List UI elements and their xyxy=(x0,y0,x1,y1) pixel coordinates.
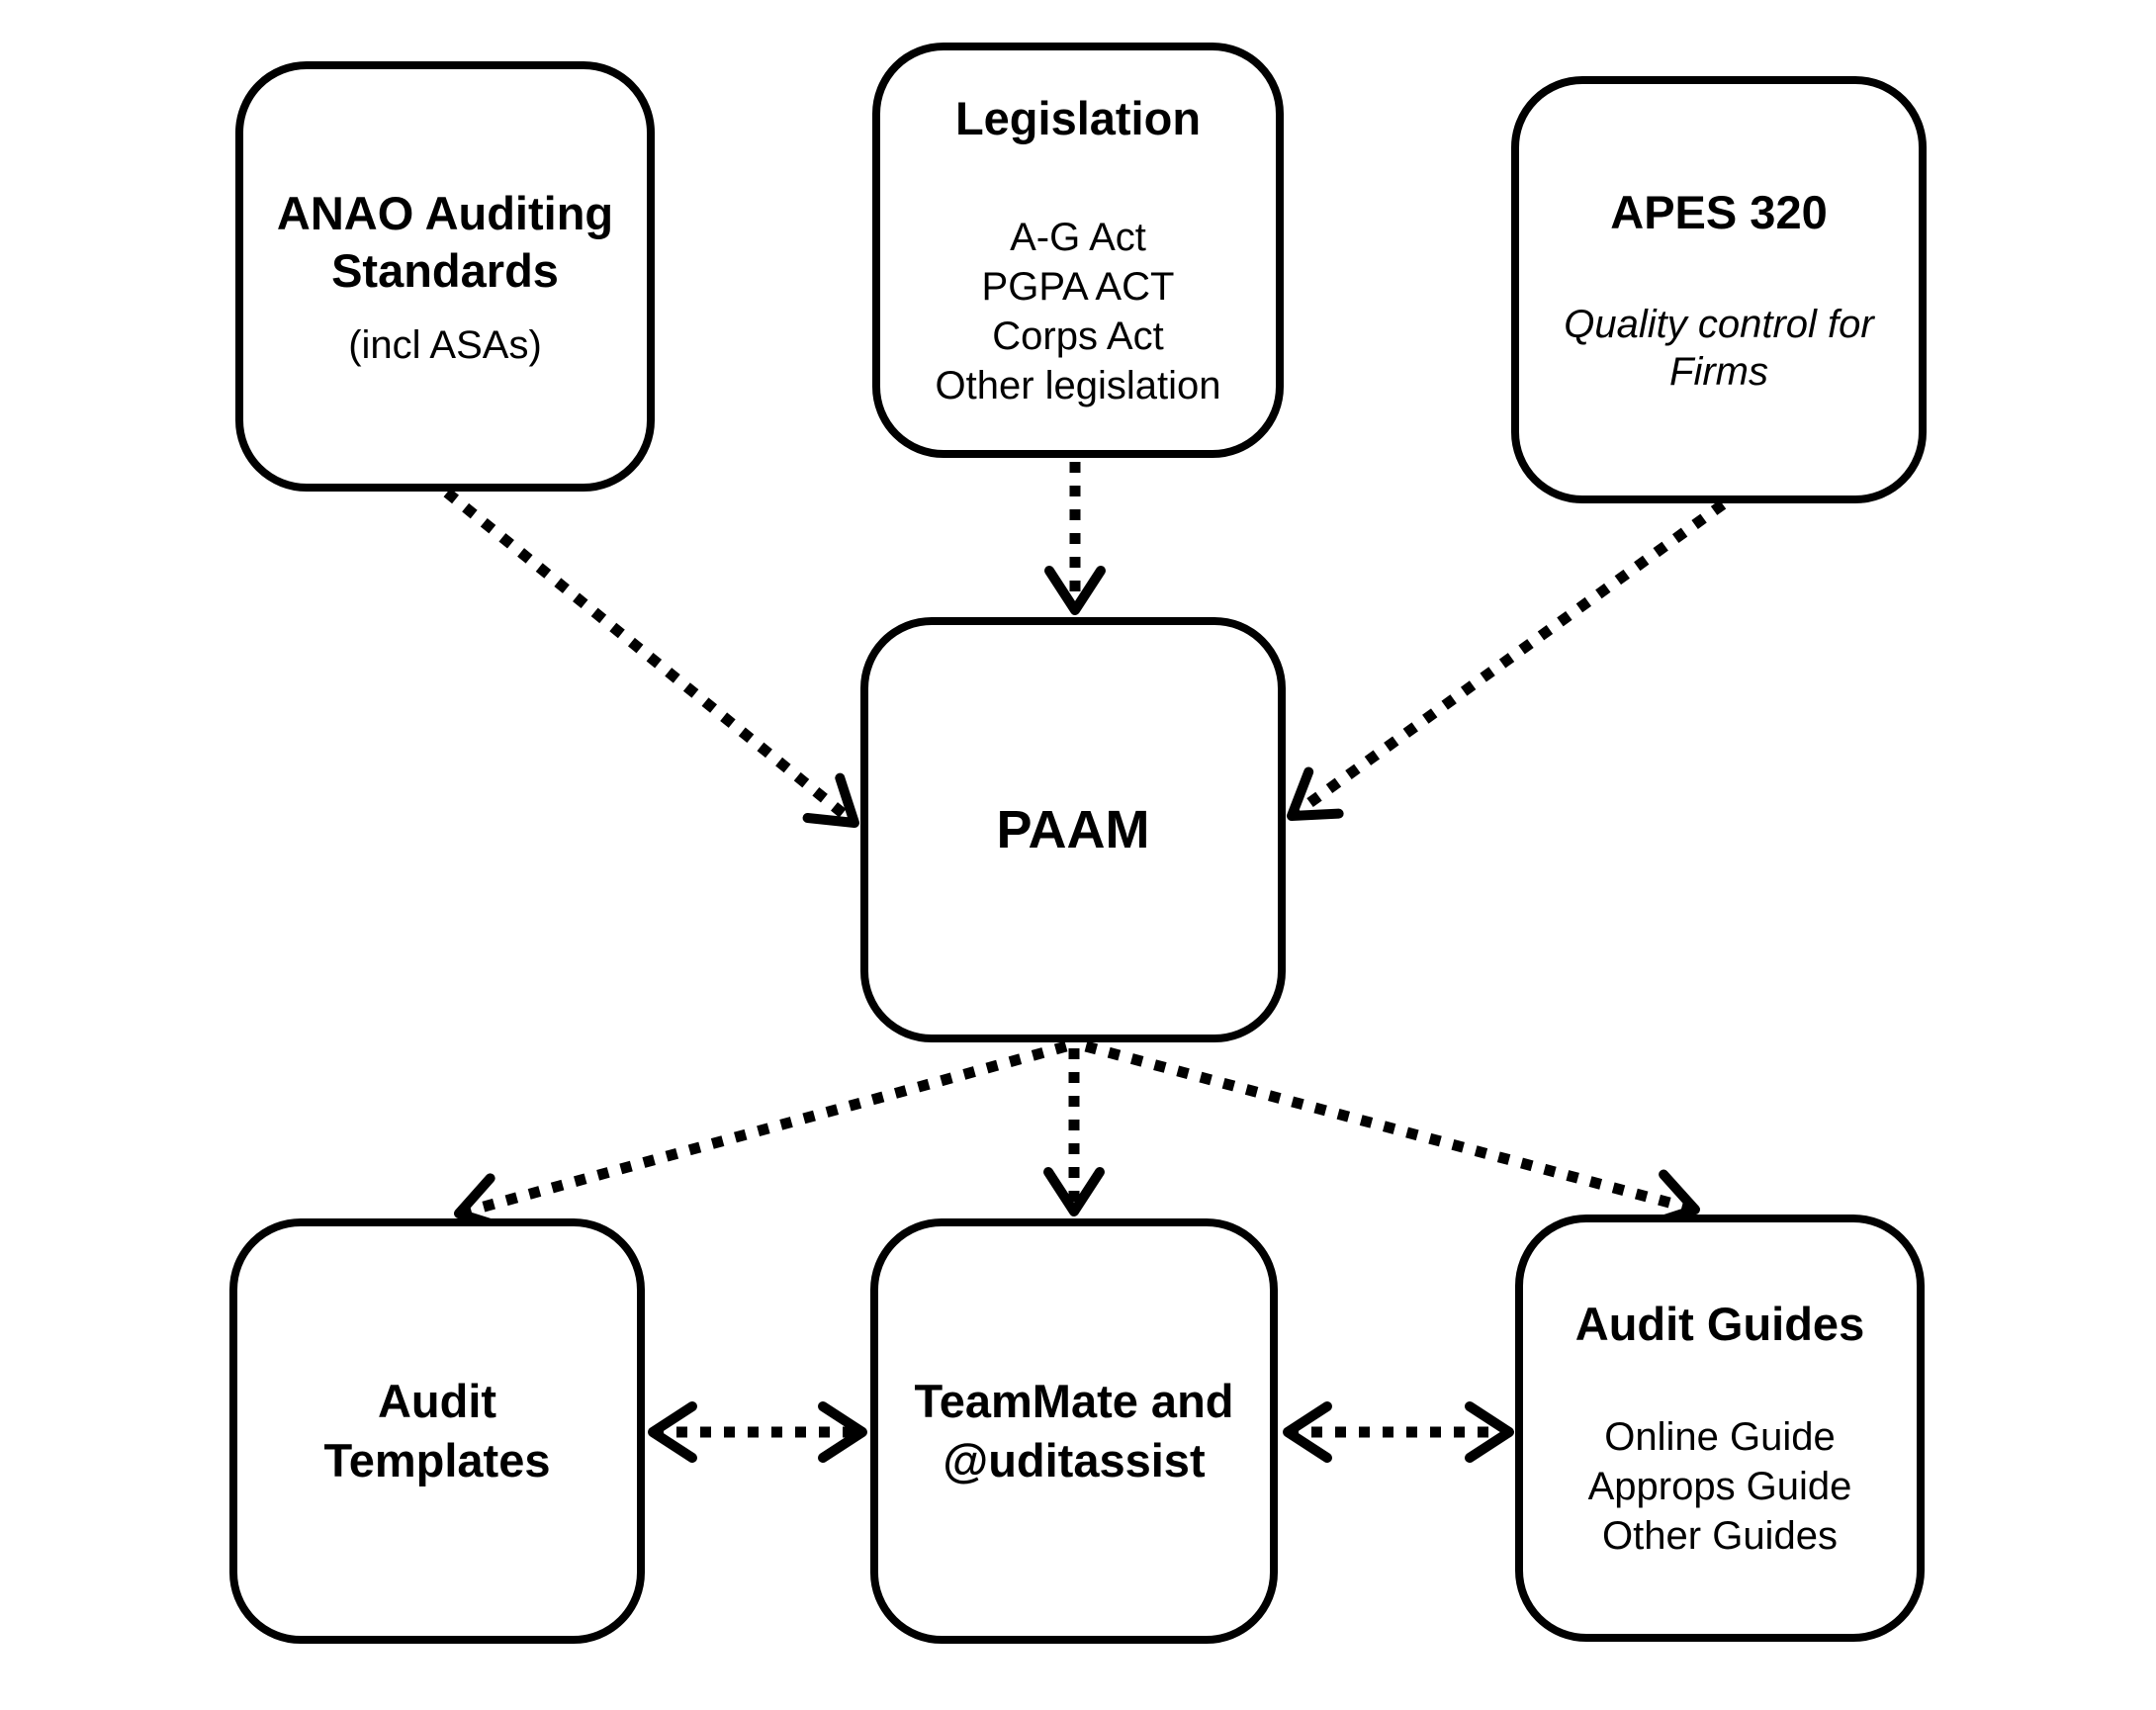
node-teammate-auditassist: TeamMate and @uditassist xyxy=(870,1218,1278,1644)
edge-paam-to-templates xyxy=(454,1040,1068,1233)
edge-apes-to-paam xyxy=(1287,499,1727,821)
edge-anao-to-paam xyxy=(443,488,859,828)
paam-title: PAAM xyxy=(996,800,1150,859)
guides-title: Audit Guides xyxy=(1574,1298,1865,1350)
apes-subtitle: Quality control for Firms xyxy=(1564,303,1874,394)
node-audit-guides: Audit Guides Online Guide Approps Guide … xyxy=(1515,1215,1925,1642)
templates-title: Audit Templates xyxy=(323,1375,551,1486)
node-apes-320: APES 320 Quality control for Firms xyxy=(1511,76,1927,503)
teammate-title: TeamMate and @uditassist xyxy=(914,1375,1234,1486)
node-anao-auditing-standards: ANAO Auditing Standards (incl ASAs) xyxy=(235,61,655,492)
guides-items: Online Guide Approps Guide Other Guides xyxy=(1587,1415,1852,1558)
legislation-items: A-G Act PGPA ACT Corps Act Other legisla… xyxy=(935,216,1221,407)
legislation-title: Legislation xyxy=(954,92,1202,144)
anao-title: ANAO Auditing Standards xyxy=(276,186,614,297)
node-paam: PAAM xyxy=(860,617,1286,1042)
edge-paam-to-guides xyxy=(1084,1040,1700,1229)
node-legislation: Legislation A-G Act PGPA ACT Corps Act O… xyxy=(872,43,1284,458)
anao-subtitle: (incl ASAs) xyxy=(348,322,542,367)
node-audit-templates: Audit Templates xyxy=(229,1218,645,1644)
apes-title: APES 320 xyxy=(1610,186,1828,238)
